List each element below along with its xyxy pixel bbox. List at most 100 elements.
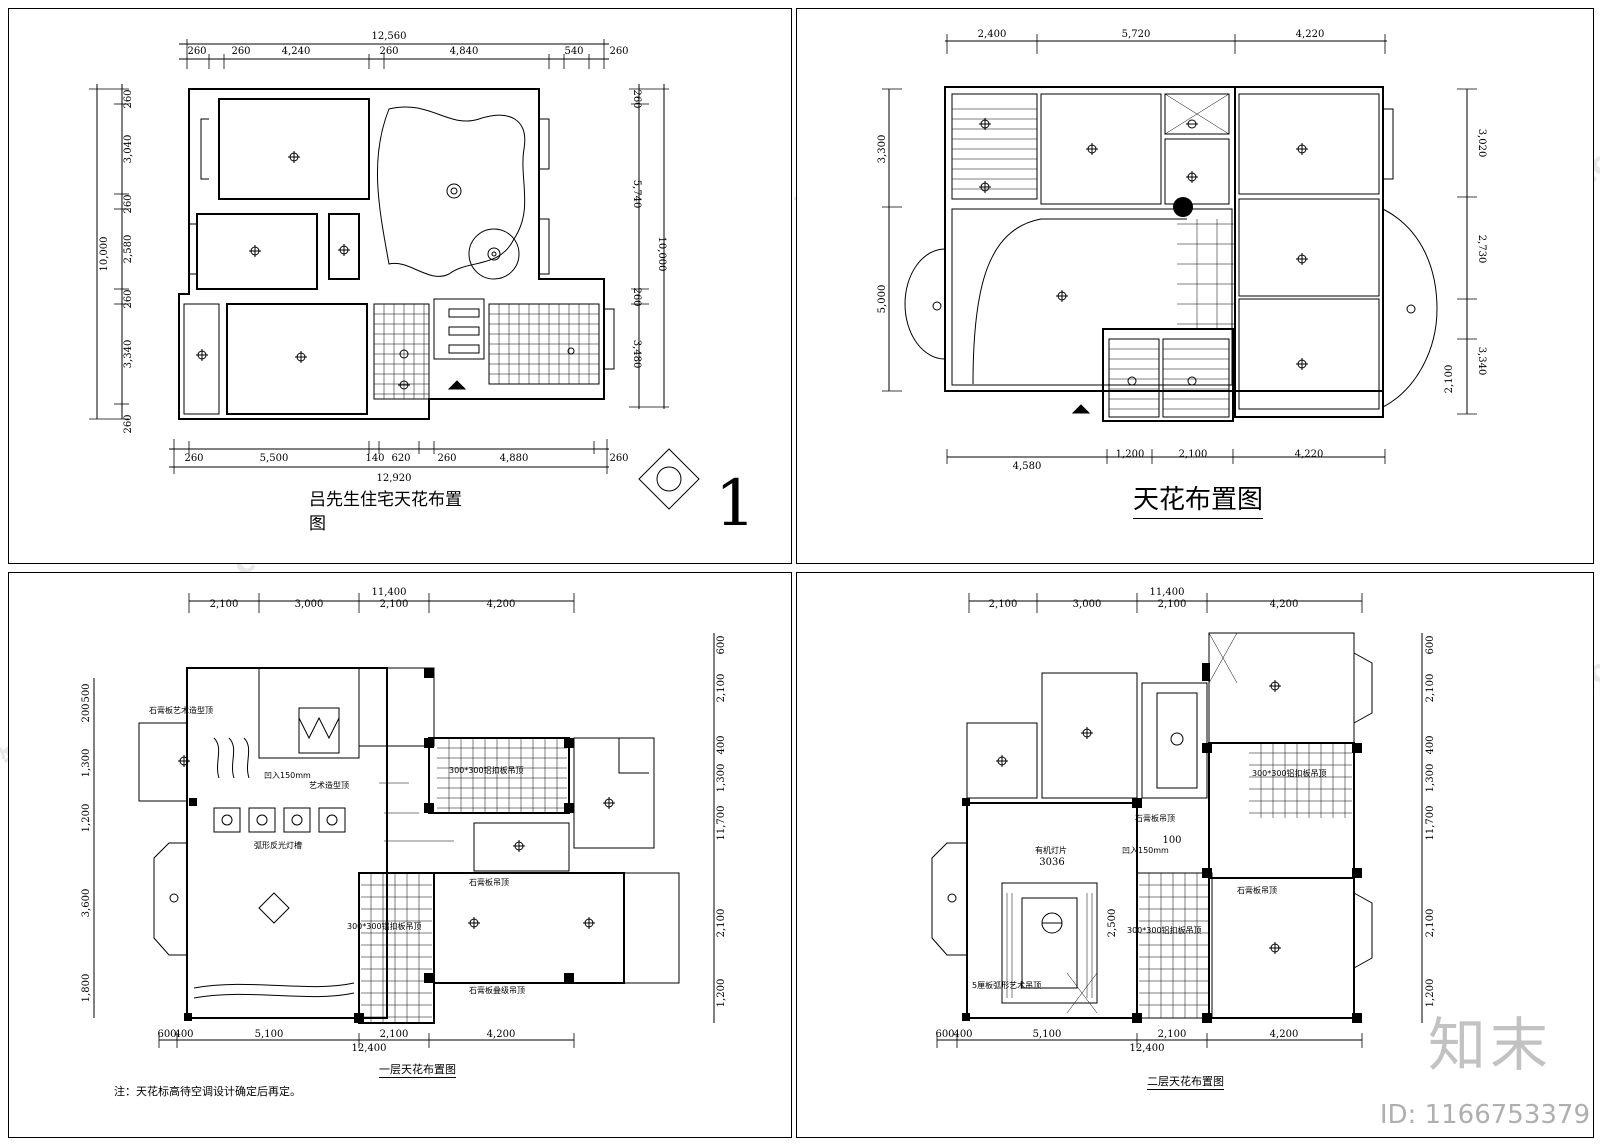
annotation: 艺术造型顶 bbox=[309, 780, 349, 790]
dim-label: 4,220 bbox=[1295, 449, 1324, 460]
dim-label: 260 bbox=[379, 46, 398, 57]
left-total-dim: 10,000 bbox=[99, 237, 110, 272]
annotation: 300*300铝扣板吊顶 bbox=[1252, 768, 1327, 778]
dim-label: 260 bbox=[631, 287, 642, 306]
dim-label: 5,100 bbox=[1033, 1029, 1062, 1040]
dim-label: 600 bbox=[1425, 635, 1436, 654]
dim-label: 500 bbox=[81, 683, 92, 702]
dim-label: 1,300 bbox=[1425, 764, 1436, 793]
top-total-dim: 11,400 bbox=[372, 587, 407, 598]
dim-label: 1,200 bbox=[716, 979, 727, 1008]
dim-label: 2,580 bbox=[123, 235, 134, 264]
dim-label: 260 bbox=[609, 46, 628, 57]
floor-plan-3: 11,400 2,100 3,000 2,100 4,200 600 400 5… bbox=[81, 587, 727, 1054]
dim-label: 4,840 bbox=[450, 46, 479, 57]
dim-label: 3,600 bbox=[81, 889, 92, 918]
image-id-label: ID: 1166753379 bbox=[1379, 1100, 1590, 1130]
dim-label: 100 bbox=[1162, 835, 1181, 846]
dim-label: 3,000 bbox=[1073, 599, 1102, 610]
dim-label: 3036 bbox=[1039, 857, 1064, 868]
dim-label: 600 bbox=[716, 635, 727, 654]
dim-label: 11,700 bbox=[1425, 806, 1436, 841]
dim-label: 2,100 bbox=[1425, 674, 1436, 703]
annotation: 300*300铝扣板吊顶 bbox=[1127, 925, 1202, 935]
top-total-dim: 12,560 bbox=[372, 31, 407, 42]
dim-label: 1,300 bbox=[716, 764, 727, 793]
dim-label: 4,200 bbox=[1270, 599, 1299, 610]
dim-label: 400 bbox=[716, 735, 727, 754]
panel-residence-ceiling-plan: 12,560 260 4,240 260 4,840 260 540 260 2… bbox=[8, 8, 792, 564]
dim-label: 1,200 bbox=[1425, 979, 1436, 1008]
dim-label: 4,220 bbox=[1296, 29, 1325, 40]
floor-plan-2: 2,400 5,720 4,220 4,580 1,200 2,100 4,22… bbox=[877, 29, 1487, 472]
dim-label: 2,100 bbox=[716, 909, 727, 938]
annotation: 凹入150mm bbox=[1122, 846, 1169, 855]
dim-label: 3,480 bbox=[631, 340, 642, 369]
dim-label: 3,020 bbox=[1476, 129, 1487, 158]
plan-title: 二层天花布置图 bbox=[1147, 1075, 1224, 1090]
dim-label: 260 bbox=[631, 89, 642, 108]
dim-label: 260 bbox=[437, 453, 456, 464]
dim-label: 2,100 bbox=[716, 674, 727, 703]
dim-label: 260 bbox=[231, 46, 250, 57]
dim-label: 2,100 bbox=[1158, 599, 1187, 610]
dim-label: 2,500 bbox=[1107, 909, 1118, 938]
dim-label: 3,000 bbox=[295, 599, 324, 610]
dim-label: 1,200 bbox=[81, 804, 92, 833]
plan-note: 注：天花标高待空调设计确定后再定。 bbox=[114, 1085, 301, 1098]
annotation: 石膏板叠级吊顶 bbox=[469, 985, 525, 995]
dim-label: 2,100 bbox=[1444, 365, 1455, 394]
annotation: 石膏板吊顶 bbox=[1135, 813, 1175, 823]
dim-label: 2,100 bbox=[210, 599, 239, 610]
dim-label: 1,300 bbox=[81, 749, 92, 778]
floor-plan-1: 12,560 260 4,240 260 4,840 260 540 260 2… bbox=[89, 31, 700, 510]
dim-label: 1,800 bbox=[81, 974, 92, 1003]
dim-label: 5,000 bbox=[877, 285, 888, 314]
dim-label: 400 bbox=[1425, 735, 1436, 754]
dim-label: 2,100 bbox=[989, 599, 1018, 610]
plan-title: 天花布置图 bbox=[1133, 479, 1264, 519]
dim-label: 140 bbox=[365, 453, 384, 464]
dim-label: 4,200 bbox=[487, 1029, 516, 1040]
dim-label: 4,580 bbox=[1013, 461, 1042, 472]
dim-label: 260 bbox=[609, 453, 628, 464]
dim-label: 11,700 bbox=[716, 806, 727, 841]
annotation: 石膏板吊顶 bbox=[469, 877, 509, 887]
dim-label: 540 bbox=[564, 46, 583, 57]
dim-label: 5,500 bbox=[260, 453, 289, 464]
dim-label: 5,740 bbox=[631, 180, 642, 209]
dim-label: 4,880 bbox=[500, 453, 529, 464]
dim-label: 2,730 bbox=[1476, 235, 1487, 264]
brand-logo: 知末 bbox=[1427, 1011, 1552, 1079]
dim-label: 2,100 bbox=[1158, 1029, 1187, 1040]
panel-ceiling-layout: 2,400 5,720 4,220 4,580 1,200 2,100 4,22… bbox=[796, 8, 1594, 564]
dim-label: 400 bbox=[953, 1029, 972, 1040]
dim-label: 3,340 bbox=[1476, 347, 1487, 376]
plan-title-line2: 图 bbox=[309, 514, 326, 534]
dim-label: 260 bbox=[123, 289, 134, 308]
plan-title: 一层天花布置图 bbox=[379, 1063, 456, 1078]
dim-label: 4,200 bbox=[487, 599, 516, 610]
dim-label: 3,040 bbox=[123, 135, 134, 164]
dim-label: 600 bbox=[935, 1029, 954, 1040]
dim-label: 200 bbox=[81, 703, 92, 722]
annotation: 凹入150mm bbox=[264, 771, 311, 780]
dim-label: 260 bbox=[123, 89, 134, 108]
dim-label: 4,200 bbox=[1270, 1029, 1299, 1040]
floor-plan-4: 11,400 2,100 3,000 2,100 4,200 600 400 5… bbox=[931, 587, 1436, 1054]
dim-label: 260 bbox=[187, 46, 206, 57]
dim-label: 620 bbox=[391, 453, 410, 464]
annotation: 石膏板吊顶 bbox=[1237, 885, 1277, 895]
panel-first-floor-ceiling: 11,400 2,100 3,000 2,100 4,200 600 400 5… bbox=[8, 572, 792, 1138]
bottom-total-dim: 12,920 bbox=[377, 473, 412, 484]
sheet-number: 1 bbox=[715, 467, 756, 541]
column-marker bbox=[1173, 197, 1193, 217]
right-total-dim: 10,000 bbox=[656, 237, 667, 272]
annotation: 300*300铝扣板吊顶 bbox=[347, 921, 422, 931]
dim-label: 4,240 bbox=[282, 46, 311, 57]
annotation: 石膏板艺术造型顶 bbox=[149, 705, 213, 715]
dim-label: 2,100 bbox=[1425, 909, 1436, 938]
annotation: 有机灯片 bbox=[1035, 845, 1067, 855]
annotation: 300*300铝扣板吊顶 bbox=[449, 765, 524, 775]
bottom-total-dim: 12,400 bbox=[1130, 1043, 1165, 1054]
